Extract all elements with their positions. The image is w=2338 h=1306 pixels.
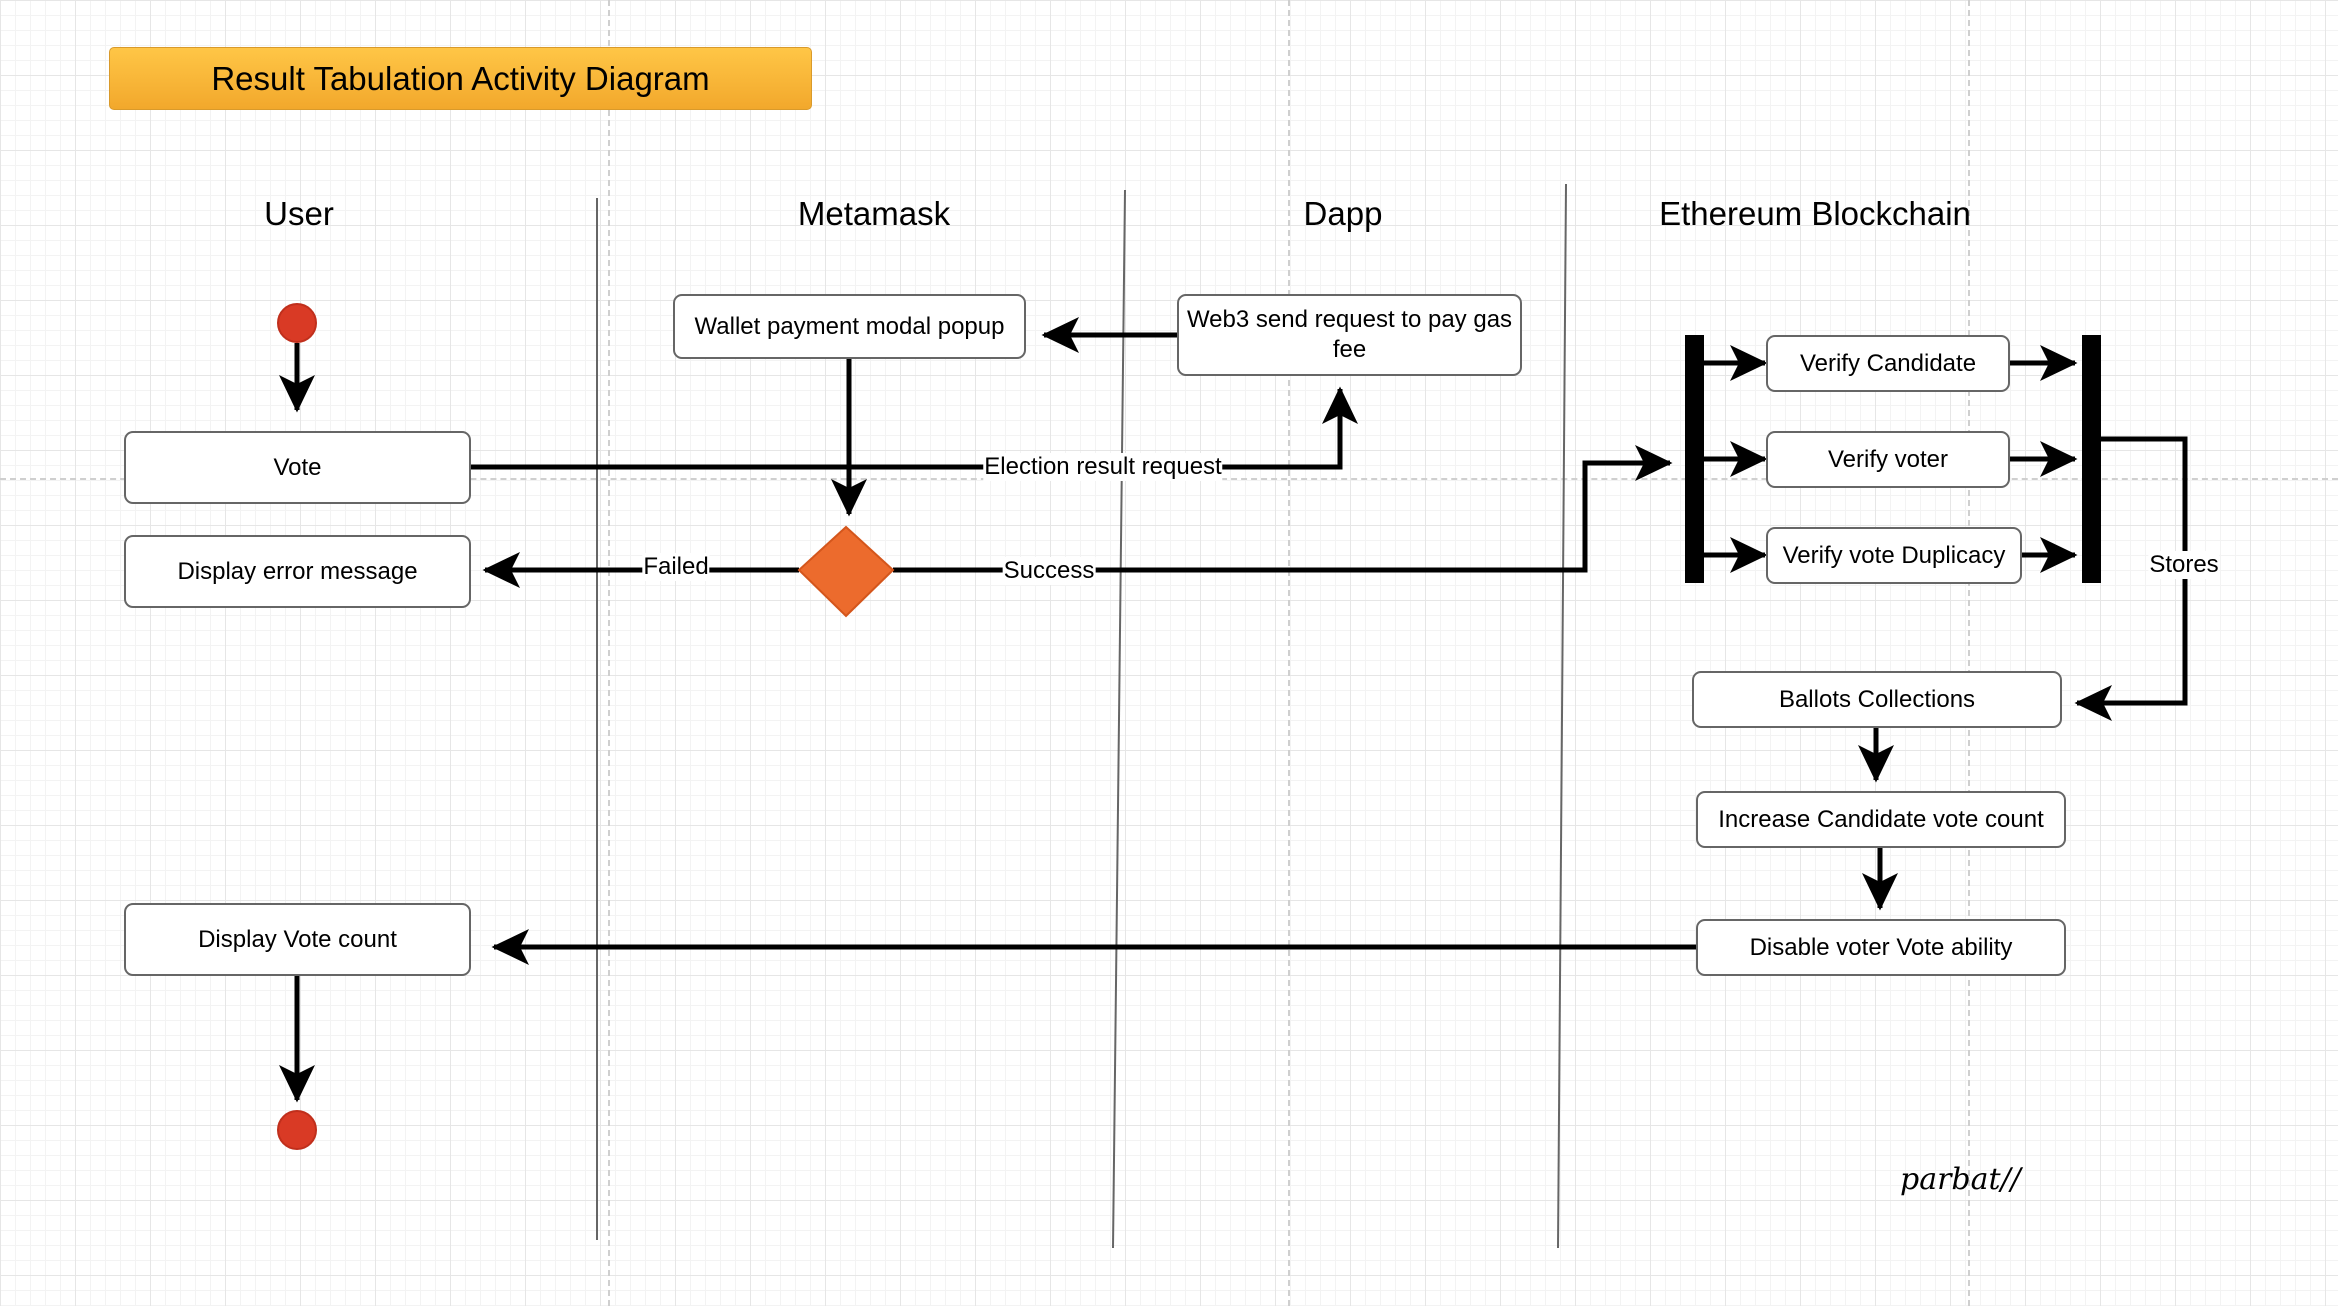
- swimlane-separators: [596, 183, 1567, 1249]
- arrow-success-to-fork: [893, 445, 1673, 573]
- lane-dapp-label: Dapp: [1303, 195, 1383, 232]
- lane-metamask-label: Metamask: [797, 195, 951, 232]
- arrow-vote-to-web3: [471, 386, 1358, 470]
- edge-label-stores: Stores: [2148, 551, 2220, 579]
- edge-label-failed: Failed: [642, 553, 710, 581]
- fork-bar: [1685, 335, 1704, 583]
- verify-voter-node: Verify voter: [1766, 431, 2010, 488]
- guide-line: [608, 0, 610, 1306]
- edge-label-success: Success: [1002, 557, 1096, 585]
- end-node: [277, 1110, 317, 1150]
- web3-request-node: Web3 send request to pay gas fee: [1177, 294, 1522, 376]
- display-error-node: Display error message: [124, 535, 471, 608]
- edge-label-election-request: Election result request: [983, 453, 1223, 481]
- diagram-title: Result Tabulation Activity Diagram: [109, 47, 812, 110]
- join-bar: [2082, 335, 2101, 583]
- guide-line: [1968, 0, 1970, 1306]
- vote-node: Vote: [124, 431, 471, 504]
- lane-separator: [1112, 189, 1126, 1249]
- decision-diamond: [797, 525, 895, 618]
- lane-user-label: User: [264, 195, 334, 232]
- display-vote-count-node: Display Vote count: [124, 903, 471, 976]
- verify-candidate-node: Verify Candidate: [1766, 335, 2010, 392]
- increase-count-node: Increase Candidate vote count: [1696, 791, 2066, 848]
- start-node: [277, 303, 317, 343]
- disable-voter-node: Disable voter Vote ability: [1696, 919, 2066, 976]
- author-signature: parbat//: [1900, 1162, 2021, 1197]
- lane-separator: [1557, 183, 1567, 1249]
- flow-arrows: [279, 317, 2188, 1103]
- guide-line: [1288, 0, 1290, 1306]
- lane-ethereum-label: Ethereum Blockchain: [1659, 195, 1971, 232]
- ballots-collections-node: Ballots Collections: [1692, 671, 2062, 728]
- verify-duplicacy-node: Verify vote Duplicacy: [1766, 527, 2022, 584]
- wallet-popup-node: Wallet payment modal popup: [673, 294, 1026, 359]
